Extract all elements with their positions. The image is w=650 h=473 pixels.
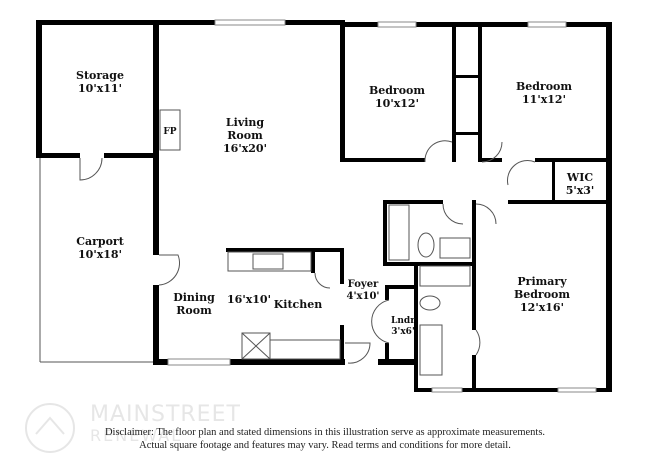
bedroom1-label: Bedroom <box>369 84 425 97</box>
primary-dims: 12'x16' <box>520 301 564 314</box>
disclaimer: Disclaimer: The floor plan and stated di… <box>0 426 650 452</box>
laundry-label: Lndr <box>391 316 415 326</box>
kitchen-counter <box>227 251 312 272</box>
room-labels: Storage 10'x11' FP Living Room 16'x20' B… <box>76 69 594 337</box>
logo-brand: MAINSTREET <box>90 402 241 427</box>
bathtub-icon <box>388 204 410 261</box>
dining-label-1: Dining <box>173 291 215 304</box>
fireplace <box>159 109 181 151</box>
toilet-icon <box>417 232 435 258</box>
bedroom1-dims: 10'x12' <box>375 97 419 110</box>
foyer-label: Foyer <box>348 279 379 290</box>
dining-label-2: Room <box>176 304 212 317</box>
primary-label-1: Primary <box>517 275 567 288</box>
bedroom2-label: Bedroom <box>516 80 572 93</box>
laundry-dims: 3'x6' <box>391 327 414 337</box>
primary-label-2: Bedroom <box>514 288 570 301</box>
vanity-icon <box>439 237 471 259</box>
living-label-1: Living <box>226 116 264 129</box>
disclaimer-line-1: Disclaimer: The floor plan and stated di… <box>104 427 546 438</box>
logo-icon <box>25 403 75 453</box>
fireplace-label: FP <box>163 127 176 137</box>
carport-label: Carport <box>76 235 125 248</box>
wic-dims: 5'x3' <box>566 184 595 197</box>
living-label-2: Room <box>227 129 263 142</box>
shower-icon <box>419 265 471 287</box>
vanity-icon <box>419 324 443 376</box>
foyer-dims: 4'x10' <box>347 291 380 302</box>
living-dims: 16'x20' <box>223 142 267 155</box>
counter <box>269 339 341 360</box>
fixtures <box>159 109 471 376</box>
disclaimer-line-2: Actual square footage and features may v… <box>139 440 511 451</box>
wic-label: WIC <box>566 171 593 184</box>
kitchen-dims: 16'x10' <box>227 293 271 306</box>
doors <box>79 140 536 364</box>
windows <box>167 19 597 393</box>
storage-label: Storage <box>76 69 124 82</box>
carport-dims: 10'x18' <box>78 248 122 261</box>
toilet-icon <box>419 295 441 311</box>
bedroom2-dims: 11'x12' <box>522 93 566 106</box>
storage-dims: 10'x11' <box>78 82 122 95</box>
kitchen-label: Kitchen <box>274 298 323 311</box>
logo-sub: RENEWAL <box>90 426 183 445</box>
carport-outline <box>39 155 155 363</box>
sink-icon <box>252 253 284 270</box>
